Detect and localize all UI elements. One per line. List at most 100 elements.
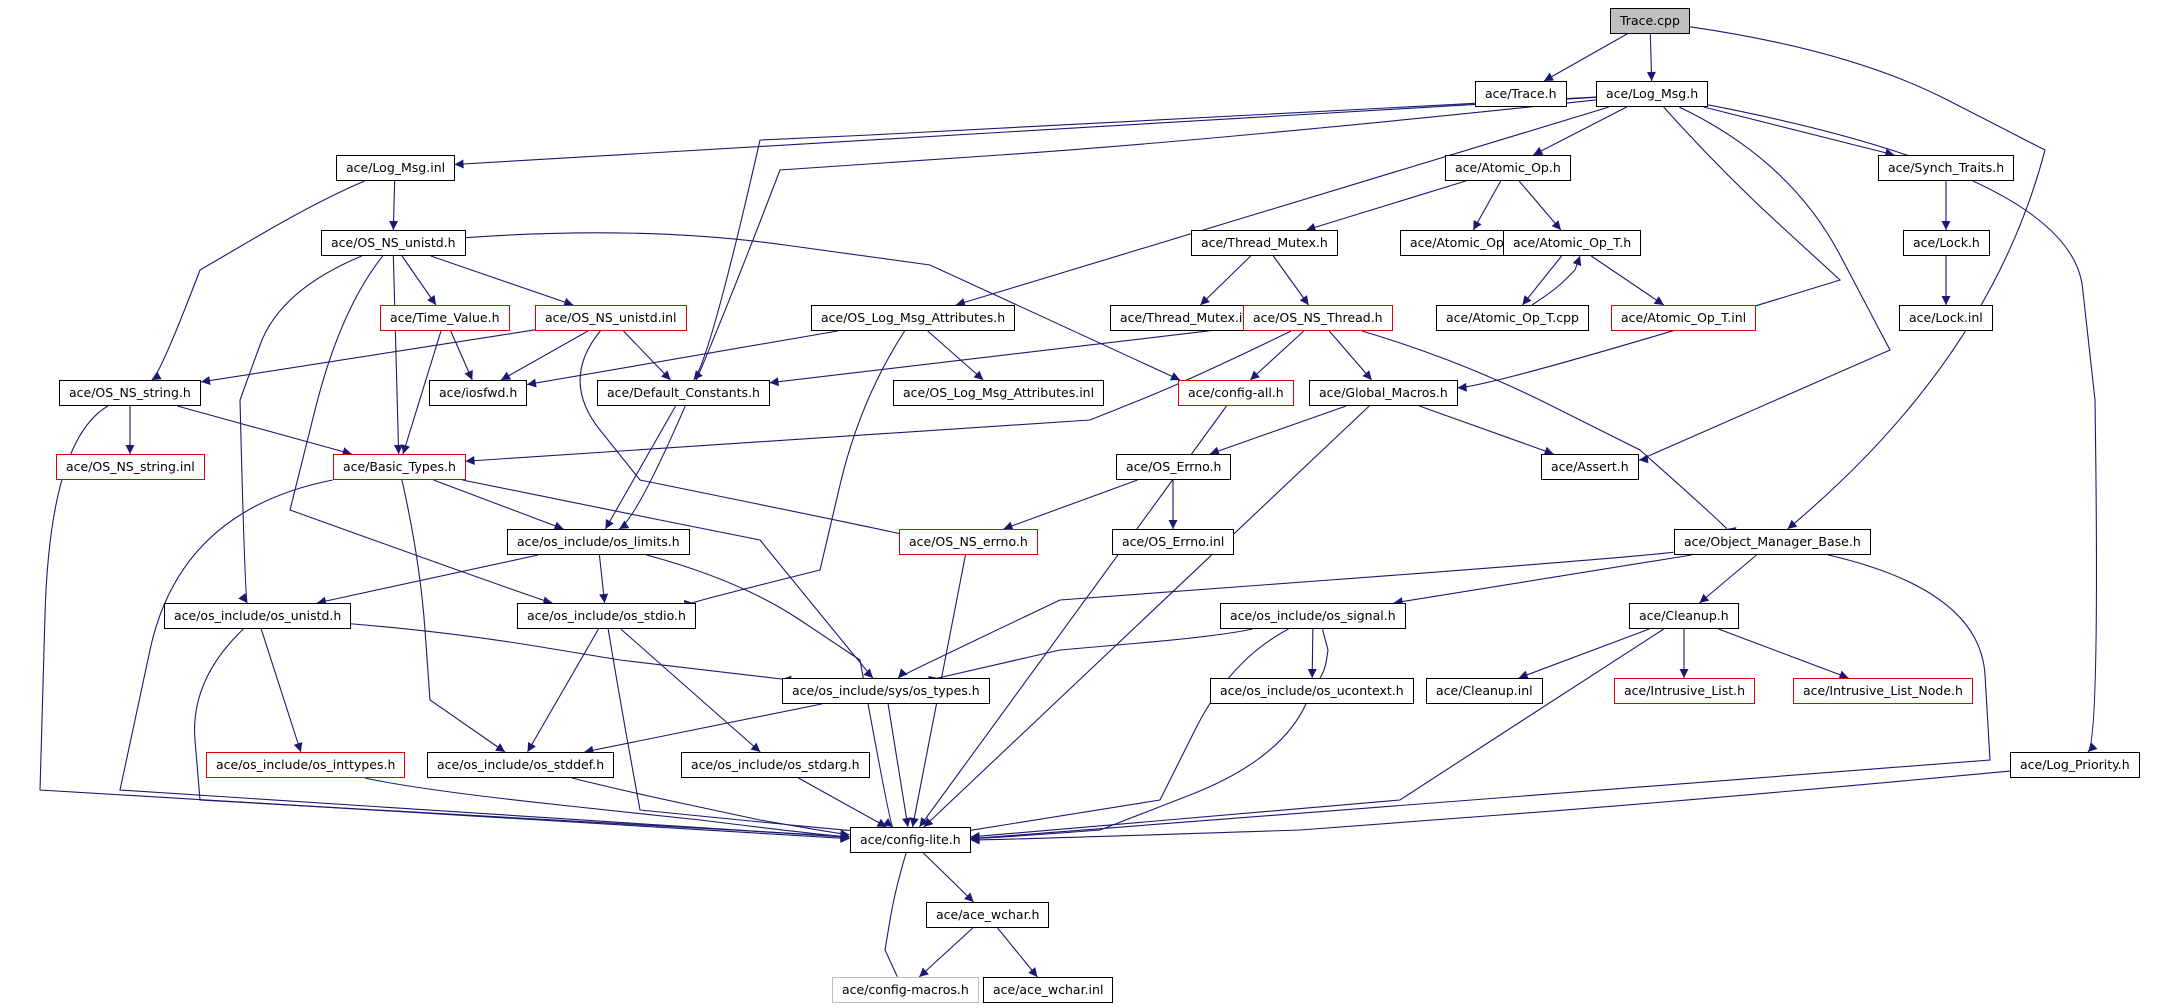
node-os-ns-string-inl[interactable]: ace/OS_NS_string.inl [56,454,205,480]
node-intrusive-list-node-h[interactable]: ace/Intrusive_List_Node.h [1793,678,1973,704]
edge-os-limits-h-to-config-lite-h [646,554,894,828]
edge-os-unistd-h-to-sys-types-h [350,623,792,685]
node-ace-wchar-h[interactable]: ace/ace_wchar.h [926,902,1050,928]
node-os-ns-errno-h[interactable]: ace/OS_NS_errno.h [899,529,1038,555]
node-assert-h[interactable]: ace/Assert.h [1541,454,1639,480]
node-intrusive-list-h[interactable]: ace/Intrusive_List.h [1614,678,1756,704]
node-os-errno-h[interactable]: ace/OS_Errno.h [1116,454,1232,480]
node-basic-types-h[interactable]: ace/Basic_Types.h [333,454,466,480]
node-log-priority-h[interactable]: ace/Log_Priority.h [2010,752,2140,778]
node-os-ucontext-h[interactable]: ace/os_include/os_ucontext.h [1210,678,1414,704]
edge-os-ns-unistd-h-to-basic-types-h [392,255,403,455]
node-global-macros-h[interactable]: ace/Global_Macros.h [1309,380,1458,406]
node-lock-inl[interactable]: ace/Lock.inl [1899,305,1993,331]
edge-config-lite-h-to-ace-wchar-h [922,852,975,903]
node-trace-h[interactable]: ace/Trace.h [1475,81,1567,107]
edge-log-msg-h-to-assert-h [1638,106,1891,464]
node-config-macros-h[interactable]: ace/config-macros.h [832,977,979,1003]
node-os-stdio-h[interactable]: ace/os_include/os_stdio.h [517,603,696,629]
edge-os-log-msg-attr-h-to-os-stdio-h [683,330,906,609]
edge-trace-cpp-to-trace-h [1543,33,1628,82]
edge-global-macros-h-to-config-lite-h [923,405,1370,828]
edge-global-macros-h-to-assert-h [1419,405,1554,456]
node-default-constants-h[interactable]: ace/Default_Constants.h [597,380,770,406]
node-os-ns-string-h[interactable]: ace/OS_NS_string.h [59,380,201,406]
edge-config-lite-h-to-config-macros-h [884,852,907,988]
edge-log-msg-h-to-os-limits-h [618,99,1597,530]
edge-os-stdarg-h-to-config-lite-h [798,777,887,828]
edge-log-msg-h-to-global-macros-h [1457,106,1842,392]
edge-thread-mutex-h-to-thread-mutex-inl [1199,255,1252,306]
node-lock-h[interactable]: ace/Lock.h [1903,230,1990,256]
node-os-signal-h[interactable]: ace/os_include/os_signal.h [1220,603,1406,629]
node-ace-wchar-inl[interactable]: ace/ace_wchar.inl [983,977,1114,1003]
edge-object-manager-base-h-to-cleanup-h [1699,554,1757,604]
node-os-stdarg-h[interactable]: ace/os_include/os_stdarg.h [681,752,870,778]
edge-os-ucontext-h-to-os-signal-h [1313,619,1329,679]
node-os-inttypes-h[interactable]: ace/os_include/os_inttypes.h [206,752,406,778]
node-os-limits-h[interactable]: ace/os_include/os_limits.h [507,529,690,555]
edge-log-msg-h-to-os-log-msg-attr-h [955,106,1610,307]
node-atomic-op-t-cpp[interactable]: ace/Atomic_Op_T.cpp [1436,305,1589,331]
edge-os-ucontext-h-to-config-lite-h [970,703,1307,843]
edge-os-stdio-h-to-os-stddef-h [527,628,599,753]
node-atomic-op-t-h[interactable]: ace/Atomic_Op_T.h [1503,230,1642,256]
node-trace-cpp[interactable]: Trace.cpp [1610,8,1690,34]
node-cleanup-h[interactable]: ace/Cleanup.h [1629,603,1739,629]
edge-basic-types-h-to-os-limits-h [433,479,564,531]
node-os-log-msg-attr-inl[interactable]: ace/OS_Log_Msg_Attributes.inl [893,380,1105,406]
node-os-ns-thread-h[interactable]: ace/OS_NS_Thread.h [1243,305,1393,331]
edge-os-stdio-h-to-config-lite-h [607,628,860,837]
node-thread-mutex-h[interactable]: ace/Thread_Mutex.h [1191,230,1338,256]
node-log-msg-h[interactable]: ace/Log_Msg.h [1596,81,1709,107]
node-thread-mutex-inl[interactable]: ace/Thread_Mutex.inl [1110,305,1264,331]
node-atomic-op-h[interactable]: ace/Atomic_Op.h [1445,155,1571,181]
edge-log-msg-h-to-log-priority-h [1707,104,2098,753]
edge-os-ns-thread-h-to-object-manager-base-h [1361,330,1737,536]
edge-os-ns-unistd-h-to-config-all-h [465,232,1181,381]
node-cleanup-inl[interactable]: ace/Cleanup.inl [1426,678,1543,704]
node-config-lite-h[interactable]: ace/config-lite.h [850,827,971,853]
edge-object-manager-base-h-to-sys-types-h [897,551,1674,679]
edge-os-signal-h-to-os-ucontext-h [1307,628,1317,679]
edge-basic-types-h-to-sys-types-h [462,479,874,679]
edge-sys-types-h-to-os-stddef-h [584,703,822,755]
edge-os-ns-unistd-inl-to-iosfwd-h [500,330,589,381]
node-log-msg-inl[interactable]: ace/Log_Msg.inl [336,155,456,181]
node-os-stddef-h[interactable]: ace/os_include/os_stddef.h [427,752,615,778]
node-os-ns-unistd-h[interactable]: ace/OS_NS_unistd.h [321,230,466,256]
edge-os-ns-string-h-to-basic-types-h [177,405,352,456]
edge-os-errno-h-to-os-ns-errno-h [1003,479,1138,531]
node-os-log-msg-attr-h[interactable]: ace/OS_Log_Msg_Attributes.h [811,305,1016,331]
edge-os-ns-thread-h-to-default-constants-h [769,326,1244,387]
edge-log-msg-h-to-atomic-op-h [1533,106,1627,156]
edge-object-manager-base-h-to-os-signal-h [1393,554,1692,607]
edge-os-stdio-h-to-os-stdarg-h [620,628,761,753]
edge-log-msg-inl-to-os-ns-string-h [151,180,365,381]
edge-os-ns-string-h-to-config-lite-h [39,405,850,843]
node-config-all-h[interactable]: ace/config-all.h [1178,380,1294,406]
node-os-unistd-h[interactable]: ace/os_include/os_unistd.h [164,603,352,629]
edge-trace-cpp-to-object-manager-base-h [1689,26,2046,530]
node-synch-traits-h[interactable]: ace/Synch_Traits.h [1878,155,2015,181]
node-sys-types-h[interactable]: ace/os_include/sys/os_types.h [782,678,990,704]
node-os-errno-inl[interactable]: ace/OS_Errno.inl [1112,529,1235,555]
edge-os-ns-unistd-h-to-os-unistd-h [238,255,362,604]
edge-log-msg-h-to-log-msg-inl [454,96,1597,169]
edge-atomic-op-h-to-atomic-op-inl [1472,180,1502,231]
edge-os-ns-unistd-h-to-os-stdio-h [289,255,553,606]
edge-os-ns-thread-h-to-config-all-h [1249,330,1305,381]
edge-os-ns-unistd-h-to-time-value-h [401,255,437,306]
node-os-ns-unistd-inl[interactable]: ace/OS_NS_unistd.inl [535,305,687,331]
edge-log-msg-h-to-synch-traits-h [1703,106,1895,158]
edge-trace-cpp-to-log-msg-h [1646,33,1656,82]
node-iosfwd-h[interactable]: ace/iosfwd.h [429,380,528,406]
node-atomic-op-t-inl[interactable]: ace/Atomic_Op_T.inl [1611,305,1757,331]
node-object-manager-base-h[interactable]: ace/Object_Manager_Base.h [1674,529,1871,555]
edge-atomic-op-t-h-to-atomic-op-t-inl [1590,255,1665,306]
edge-ace-wchar-h-to-config-macros-h [918,927,974,978]
node-time-value-h[interactable]: ace/Time_Value.h [380,305,510,331]
edge-os-signal-h-to-config-lite-h [960,628,1289,837]
